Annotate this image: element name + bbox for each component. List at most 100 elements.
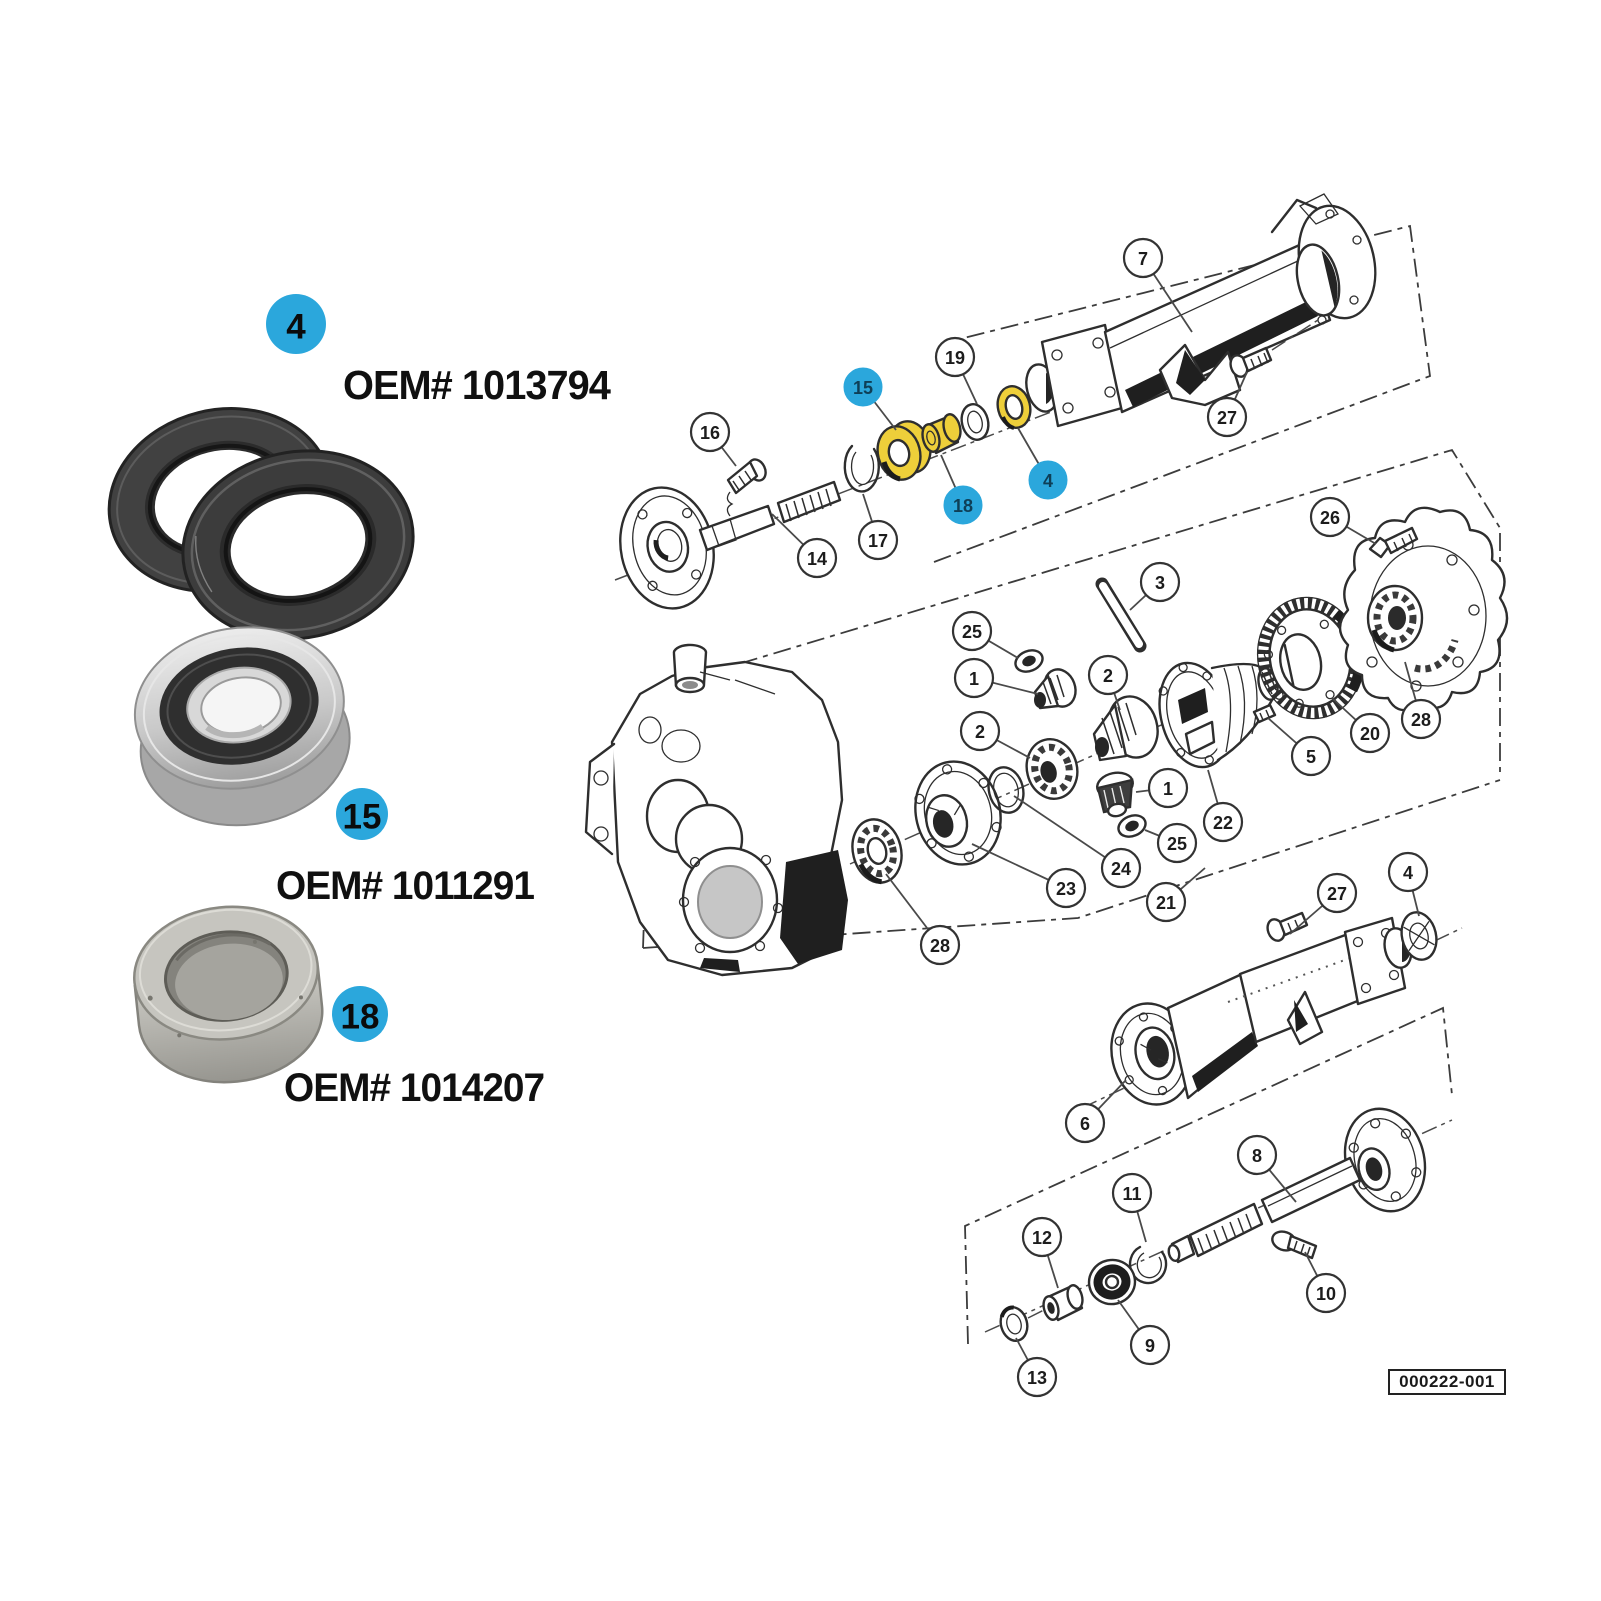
svg-text:11: 11 bbox=[1122, 1184, 1141, 1204]
lower-axle-assembly bbox=[1081, 911, 1463, 1109]
callout-21 bbox=[1145, 881, 1187, 923]
part-badge-18: 18 bbox=[332, 986, 388, 1042]
part-badge-15: 15 bbox=[336, 788, 388, 840]
callout-1 bbox=[953, 657, 995, 699]
svg-text:14: 14 bbox=[807, 549, 827, 569]
svg-text:20: 20 bbox=[1360, 724, 1380, 744]
svg-text:12: 12 bbox=[1032, 1228, 1052, 1248]
callout-5 bbox=[1290, 735, 1332, 777]
svg-text:18: 18 bbox=[341, 998, 380, 1037]
svg-text:25: 25 bbox=[1167, 834, 1187, 854]
oem-number-18: OEM# 1014207 bbox=[284, 1066, 545, 1110]
svg-text:1: 1 bbox=[969, 669, 979, 689]
bearing-photo bbox=[133, 626, 351, 827]
callout-20 bbox=[1349, 712, 1391, 754]
callout-17 bbox=[857, 519, 899, 561]
side-gear-2-center bbox=[1092, 695, 1159, 762]
svg-text:7: 7 bbox=[1138, 249, 1148, 269]
svg-text:5: 5 bbox=[1306, 747, 1316, 767]
svg-text:28: 28 bbox=[930, 936, 950, 956]
callout-10 bbox=[1305, 1272, 1347, 1314]
callout-2 bbox=[959, 710, 1001, 752]
svg-text:3: 3 bbox=[1155, 573, 1165, 593]
transaxle-group bbox=[584, 506, 1509, 977]
svg-text:26: 26 bbox=[1320, 508, 1340, 528]
side-gear-2-left bbox=[1025, 738, 1079, 800]
callout-25 bbox=[1156, 822, 1198, 864]
svg-text:2: 2 bbox=[975, 722, 985, 742]
callout-8 bbox=[1236, 1134, 1278, 1176]
callout-28 bbox=[919, 924, 961, 966]
pinion-1-lower bbox=[1096, 771, 1134, 818]
svg-text:25: 25 bbox=[962, 622, 982, 642]
svg-text:4: 4 bbox=[1043, 471, 1053, 491]
svg-text:27: 27 bbox=[1217, 408, 1237, 428]
callout-25 bbox=[951, 610, 993, 652]
oil-seal-photo bbox=[107, 407, 415, 641]
bolt-16 bbox=[726, 458, 767, 517]
bushing-18-highlight bbox=[921, 413, 962, 455]
svg-text:9: 9 bbox=[1145, 1336, 1155, 1356]
svg-text:15: 15 bbox=[343, 798, 382, 837]
bolt-26 bbox=[1368, 526, 1419, 559]
callout-1 bbox=[1147, 767, 1189, 809]
bushing-photo bbox=[133, 905, 324, 1084]
svg-text:8: 8 bbox=[1252, 1146, 1262, 1166]
bolt-27-top bbox=[1229, 319, 1319, 378]
svg-text:23: 23 bbox=[1056, 879, 1076, 899]
svg-text:4: 4 bbox=[1403, 863, 1413, 883]
svg-text:16: 16 bbox=[700, 423, 720, 443]
axle-tube-7 bbox=[1025, 193, 1377, 428]
bottom-shaft-assembly bbox=[984, 1107, 1453, 1342]
seal-4-lower bbox=[1400, 911, 1438, 961]
callout-16 bbox=[689, 411, 731, 453]
bolt-27-lower bbox=[1266, 911, 1309, 942]
callout-19 bbox=[934, 336, 976, 378]
callout-27 bbox=[1316, 872, 1358, 914]
svg-text:6: 6 bbox=[1080, 1114, 1090, 1134]
bearing-9 bbox=[1087, 1258, 1137, 1306]
gearbox-housing bbox=[584, 643, 848, 977]
seal-4-highlight bbox=[996, 385, 1032, 430]
callout-24 bbox=[1100, 847, 1142, 889]
callout-15 bbox=[843, 367, 883, 407]
diff-carrier-22 bbox=[1158, 661, 1279, 769]
doc-number-label: 000222-001 bbox=[1388, 1369, 1506, 1395]
callout-13 bbox=[1016, 1356, 1058, 1398]
svg-text:4: 4 bbox=[286, 308, 306, 347]
svg-text:28: 28 bbox=[1411, 710, 1431, 730]
callout-26 bbox=[1309, 496, 1351, 538]
callout-14 bbox=[796, 537, 838, 579]
svg-text:27: 27 bbox=[1327, 884, 1347, 904]
callout-28 bbox=[1400, 698, 1442, 740]
oem-number-4: OEM# 1013794 bbox=[343, 362, 611, 408]
svg-text:21: 21 bbox=[1156, 893, 1176, 913]
top-axle-assembly bbox=[614, 193, 1377, 610]
collar-13 bbox=[999, 1305, 1029, 1342]
callout-6 bbox=[1064, 1102, 1106, 1144]
oem-number-15: OEM# 1011291 bbox=[276, 864, 535, 908]
callout-4 bbox=[1387, 851, 1429, 893]
svg-text:1: 1 bbox=[1163, 779, 1173, 799]
callout-2 bbox=[1087, 654, 1129, 696]
svg-text:17: 17 bbox=[868, 531, 888, 551]
end-cover-28 bbox=[1338, 506, 1509, 712]
part-badge-4: 4 bbox=[266, 294, 326, 354]
svg-text:2: 2 bbox=[1103, 666, 1113, 686]
bearing-28-left bbox=[851, 818, 903, 885]
svg-text:10: 10 bbox=[1316, 1284, 1336, 1304]
pinion-1-upper bbox=[1033, 668, 1077, 710]
bushing-12 bbox=[1042, 1284, 1084, 1322]
svg-text:22: 22 bbox=[1213, 813, 1233, 833]
callout-7 bbox=[1122, 237, 1164, 279]
svg-text:13: 13 bbox=[1027, 1368, 1047, 1388]
svg-text:15: 15 bbox=[853, 378, 873, 398]
callout-9 bbox=[1129, 1324, 1171, 1366]
bolt-10 bbox=[1271, 1230, 1318, 1260]
callout-22 bbox=[1202, 801, 1244, 843]
svg-text:19: 19 bbox=[945, 348, 965, 368]
callout-3 bbox=[1139, 561, 1181, 603]
svg-text:18: 18 bbox=[953, 496, 973, 516]
